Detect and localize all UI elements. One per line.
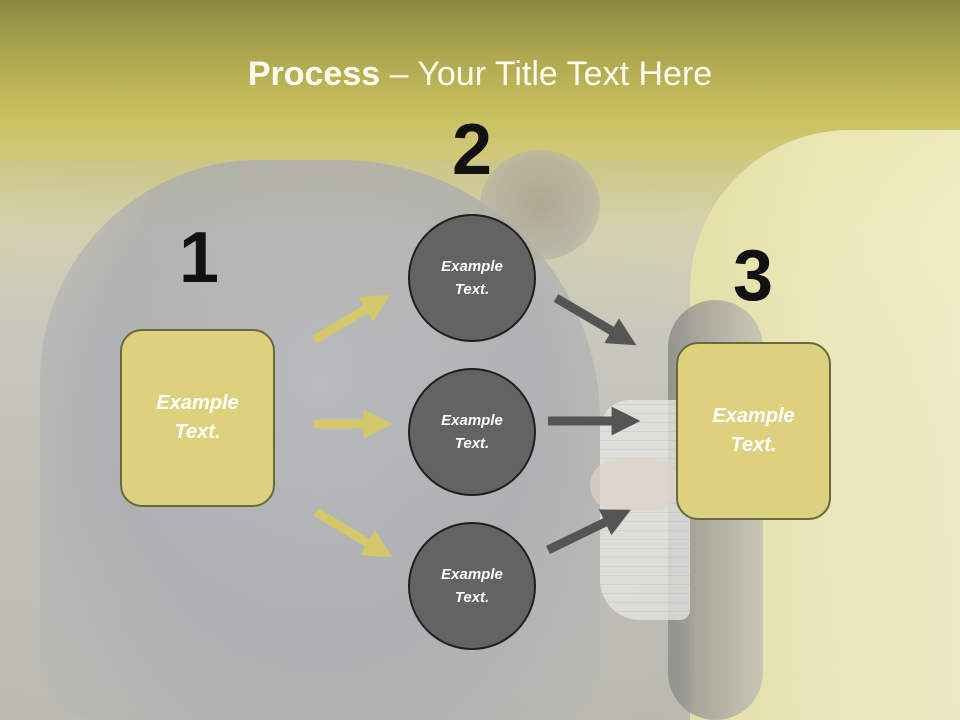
step-2-circle-2: Example Text. (408, 368, 536, 496)
arrow-circle-1-to-3 (553, 294, 637, 346)
step-number-1: 1 (178, 218, 220, 298)
step-2-circle-2-text: Example Text. (441, 412, 503, 452)
title-rest: – Your Title Text Here (380, 55, 713, 93)
step-number-3: 3 (732, 236, 774, 316)
step-3-box: Example Text. (676, 342, 831, 520)
arrow-1-to-circle-1 (311, 294, 391, 344)
step-number-2: 2 (451, 110, 493, 190)
step-2-circle-1: Example Text. (408, 214, 536, 342)
title-bold: Process (247, 55, 381, 93)
step-2-circle-3: Example Text. (408, 522, 536, 650)
arrow-circle-3-to-3 (546, 509, 631, 555)
arrow-1-to-circle-3 (313, 508, 393, 558)
slide-title: Process – Your Title Text Here (0, 52, 960, 96)
step-1-box: Example Text. (120, 329, 275, 507)
step-2-circle-1-text: Example Text. (441, 258, 503, 298)
step-3-text: Example Text. (712, 405, 795, 456)
step-1-text: Example Text. (156, 392, 239, 443)
step-2-circle-3-text: Example Text. (441, 566, 503, 606)
